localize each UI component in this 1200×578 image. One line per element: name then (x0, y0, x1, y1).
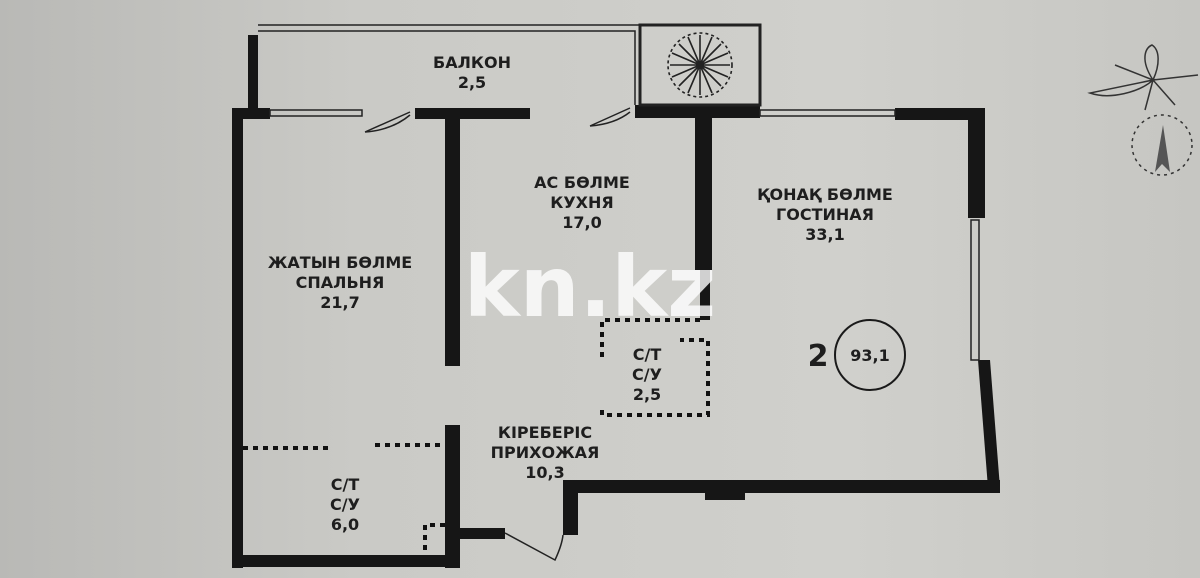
wall (700, 265, 710, 320)
windows-doors (258, 23, 980, 562)
wall (415, 108, 530, 119)
total-area-circle (834, 319, 906, 391)
wall (695, 118, 712, 270)
wall (575, 480, 1000, 493)
kitchen-area: 17,0 (562, 213, 601, 232)
wall (445, 118, 460, 366)
window (269, 109, 363, 117)
hall-area: 10,3 (525, 463, 564, 482)
wall (635, 105, 760, 118)
entrance-door (504, 532, 564, 562)
wall (232, 108, 270, 119)
window (970, 219, 980, 361)
balcony-planter (638, 23, 762, 107)
wall (705, 482, 745, 500)
kitchen-name-ru: КУХНЯ (550, 193, 613, 212)
tree-icon (667, 32, 733, 98)
kitchen-name-kz: АС БӨЛМЕ (534, 173, 630, 192)
rooms-count: 2 (808, 339, 829, 374)
north-arrow-icon (1087, 44, 1199, 176)
balcony-area: 2,5 (458, 73, 486, 92)
door (589, 107, 631, 127)
bath-small-name-ru: С/У (632, 365, 662, 384)
window (759, 109, 896, 117)
wall (232, 108, 243, 568)
wall (232, 555, 460, 567)
bedroom-area: 21,7 (320, 293, 359, 312)
wall (895, 108, 985, 120)
dotted-partitions (243, 318, 710, 555)
living-area: 33,1 (805, 225, 844, 244)
hall-name-ru: ПРИХОЖАЯ (491, 443, 600, 462)
wall (445, 425, 460, 568)
living-name-ru: ГОСТИНАЯ (776, 205, 874, 224)
wall (968, 108, 985, 218)
walls (232, 35, 1000, 568)
bath-small-name-kz: С/Т (633, 345, 662, 364)
bedroom-name-ru: СПАЛЬНЯ (296, 273, 385, 292)
bedroom-name-kz: ЖАТЫН БӨЛМЕ (268, 253, 412, 272)
wall (978, 360, 1000, 488)
living-name-kz: ҚОНАҚ БӨЛМЕ (757, 185, 893, 204)
balcony-wall (248, 35, 258, 110)
bath-large-area: 6,0 (331, 515, 359, 534)
wall (460, 528, 505, 539)
total-area: 93,1 (850, 346, 889, 365)
bath-large-name-kz: С/Т (331, 475, 360, 494)
balcony-name: БАЛКОН (433, 53, 511, 72)
wall (563, 480, 578, 535)
door (364, 111, 411, 133)
watermark: kn.kz (464, 238, 716, 336)
hall-name-kz: КІРЕБЕРІС (498, 423, 592, 442)
bath-small-area: 2,5 (633, 385, 661, 404)
bath-large-name-ru: С/У (330, 495, 360, 514)
